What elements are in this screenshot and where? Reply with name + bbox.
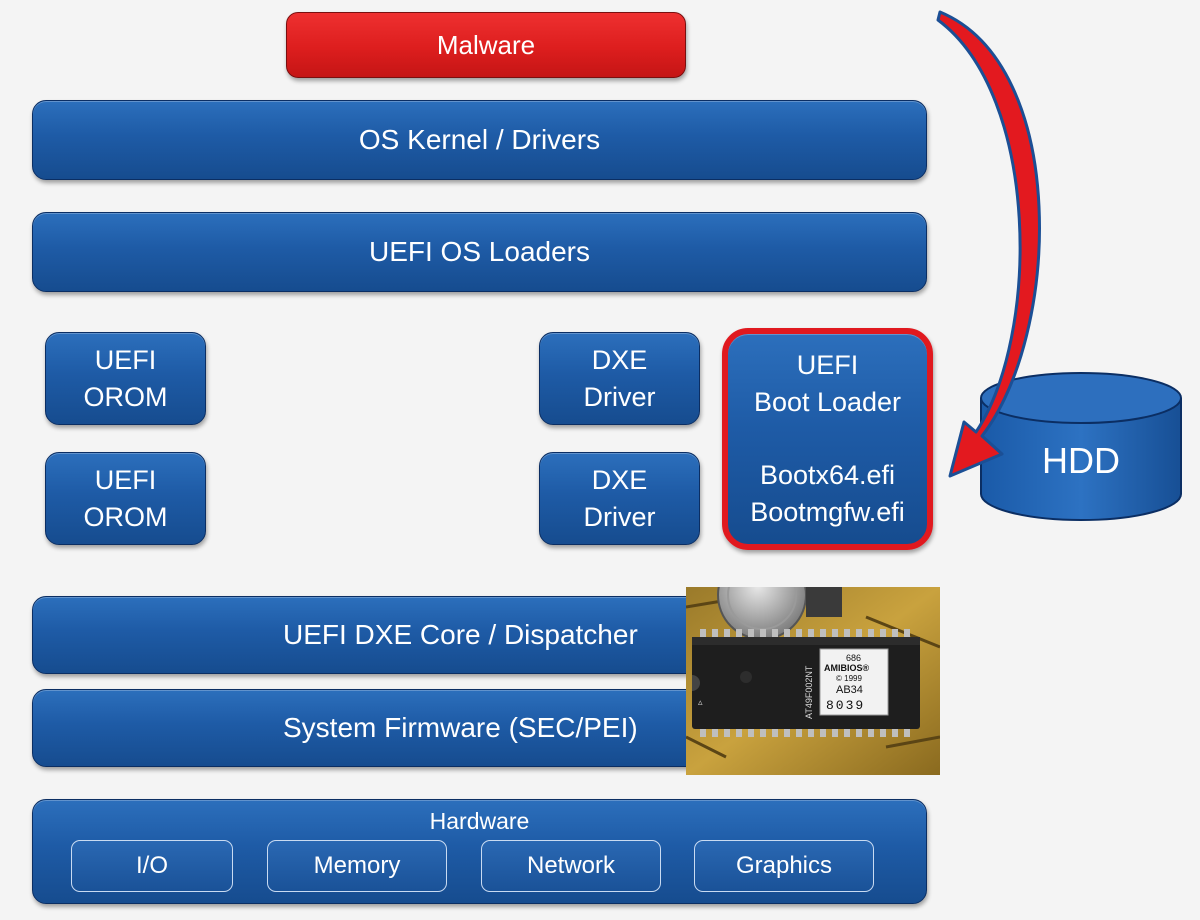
hdd-label: HDD [1042, 440, 1120, 481]
hardware-network: Network [481, 840, 661, 892]
hardware-io: I/O [71, 840, 233, 892]
os-kernel-label: OS Kernel / Drivers [358, 124, 601, 155]
os-kernel-layer: OS Kernel / Drivers [32, 100, 927, 180]
chip-label-year: © 1999 [836, 674, 862, 683]
chip-label-ab34: AB34 [836, 684, 863, 696]
dxe-driver-box-2: DXE Driver [539, 452, 700, 545]
hardware-layer: Hardware I/O Memory Network Graphics [32, 799, 927, 904]
hdd-icon [980, 372, 1182, 521]
curved-arrow-icon [936, 10, 1041, 478]
malware-label: Malware [436, 29, 536, 60]
bios-chip-illustration: ▵ AT49F002NT 686 AMIBIOS® © 1999 AB34 80… [686, 587, 940, 775]
dxe-driver-box-1: DXE Driver [539, 332, 700, 425]
hardware-graphics: Graphics [694, 840, 874, 892]
orom-label-line2: OROM [83, 501, 168, 532]
hardware-network-label: Network [526, 852, 616, 879]
dxe-driver-label-line2: Driver [583, 501, 656, 532]
chip-label-8039: 8039 [826, 698, 865, 713]
chip-label-686: 686 [846, 653, 861, 663]
hardware-graphics-label: Graphics [735, 852, 833, 879]
bios-chip-photo: ▵ AT49F002NT 686 AMIBIOS® © 1999 AB34 80… [686, 587, 940, 775]
dxe-core-label: UEFI DXE Core / Dispatcher [283, 619, 638, 650]
uefi-orom-box-2: UEFI OROM [45, 452, 206, 545]
boot-loader-file2: Bootmgfw.efi [750, 497, 905, 527]
hardware-title: Hardware [429, 808, 530, 834]
malware-box: Malware [286, 12, 686, 78]
chip-label-amibios: AMIBIOS® [824, 663, 870, 673]
orom-label-line1: UEFI [94, 464, 157, 495]
boot-loader-file1: Bootx64.efi [759, 460, 896, 490]
chip-side-text: AT49F002NT [804, 665, 814, 719]
system-firmware-layer: System Firmware (SEC/PEI) [32, 689, 732, 767]
svg-text:▵: ▵ [698, 697, 703, 707]
dxe-driver-label-line2: Driver [583, 381, 656, 412]
uefi-boot-loader-box: UEFI Boot Loader Bootx64.efi Bootmgfw.ef… [722, 328, 933, 550]
dxe-driver-label-line1: DXE [591, 344, 648, 375]
orom-label-line1: UEFI [94, 344, 157, 375]
boot-loader-line2: Boot Loader [753, 387, 902, 417]
uefi-orom-box-1: UEFI OROM [45, 332, 206, 425]
hardware-memory: Memory [267, 840, 447, 892]
hardware-memory-label: Memory [313, 852, 401, 879]
orom-label-line2: OROM [83, 381, 168, 412]
boot-loader-line1: UEFI [796, 350, 859, 380]
uefi-os-loaders-label: UEFI OS Loaders [369, 236, 590, 267]
dxe-core-layer: UEFI DXE Core / Dispatcher [32, 596, 732, 674]
system-firmware-label: System Firmware (SEC/PEI) [283, 712, 638, 743]
hardware-io-label: I/O [135, 852, 168, 879]
dxe-driver-label-line1: DXE [591, 464, 648, 495]
uefi-os-loaders-layer: UEFI OS Loaders [32, 212, 927, 292]
